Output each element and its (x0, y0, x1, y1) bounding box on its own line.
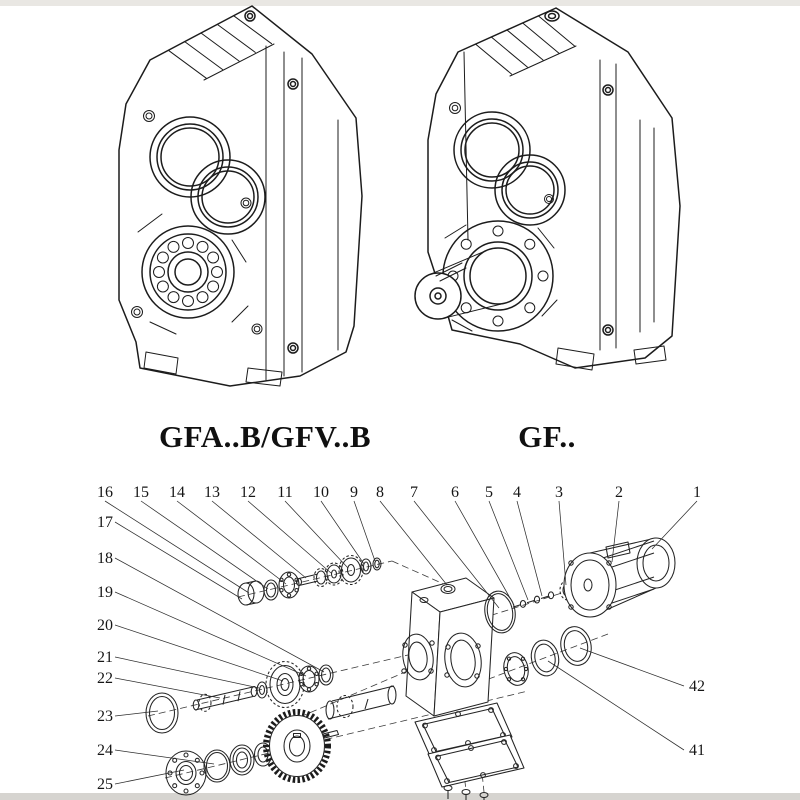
part-callout-3: 3 (555, 484, 563, 501)
part-callout-17: 17 (97, 514, 113, 531)
flange-accent-lines (137, 213, 249, 335)
mounting-foot (555, 347, 595, 371)
part-callout-21: 21 (97, 649, 113, 666)
input-bores (149, 116, 266, 235)
bottom-edge-band (0, 793, 800, 800)
part-callout-9: 9 (350, 484, 358, 501)
output-shaft-parts (165, 709, 340, 796)
flange-accent-lines (444, 224, 558, 332)
callout-leader-lines (104, 500, 698, 785)
part-callout-2: 2 (615, 484, 623, 501)
cover-parts (414, 702, 525, 800)
motor-drawing (563, 537, 676, 618)
part-callout-10: 10 (313, 484, 329, 501)
output-bearing (141, 225, 235, 319)
gearbox-right-drawing (414, 7, 681, 371)
part-callout-24: 24 (97, 742, 113, 759)
part-callout-6: 6 (451, 484, 459, 501)
mounting-foot (143, 351, 179, 375)
side-rail-lines (265, 45, 339, 381)
input-shaft-parts (237, 554, 382, 606)
part-callout-13: 13 (204, 484, 220, 501)
part-callouts-top: 16 15 14 13 12 11 10 9 8 7 6 5 4 3 2 1 (97, 484, 701, 501)
input-bores (453, 111, 566, 226)
intermediate-shaft-parts (145, 660, 334, 734)
retaining-rings (503, 626, 592, 686)
part-callout-12: 12 (240, 484, 256, 501)
part-callout-20: 20 (97, 617, 113, 634)
mounting-foot (633, 345, 667, 365)
part-callout-23: 23 (97, 708, 113, 725)
part-callouts-left: 17 18 19 20 21 22 23 24 25 (97, 514, 113, 793)
cooling-fins (167, 15, 275, 81)
part-callout-8: 8 (376, 484, 384, 501)
model-label-right: GF.. (518, 419, 576, 454)
part-callout-11: 11 (277, 484, 292, 501)
part-callouts-right: 42 41 (689, 678, 705, 759)
mounting-foot (245, 367, 283, 387)
part-callout-15: 15 (133, 484, 149, 501)
part-callout-16: 16 (97, 484, 113, 501)
housing-drawing (401, 577, 495, 717)
part-callout-14: 14 (169, 484, 185, 501)
exploded-parts-diagram: 16 15 14 13 12 11 10 9 8 7 6 5 4 3 2 1 1… (97, 484, 705, 800)
part-callout-7: 7 (410, 484, 418, 501)
part-callout-22: 22 (97, 670, 113, 687)
part-callout-42: 42 (689, 678, 705, 695)
part-callout-1: 1 (693, 484, 701, 501)
flange-bolt-holes (131, 110, 263, 335)
cooling-fins (475, 15, 577, 77)
final-pinion-shaft (325, 685, 397, 720)
part-callout-4: 4 (513, 484, 521, 501)
flange-bolt-holes (449, 102, 554, 204)
output-shaft (414, 248, 508, 320)
part-callout-18: 18 (97, 550, 113, 567)
part-callout-25: 25 (97, 776, 113, 793)
part-callout-41: 41 (689, 742, 705, 759)
part-callout-5: 5 (485, 484, 493, 501)
top-edge-band (0, 0, 800, 6)
part-callout-19: 19 (97, 584, 113, 601)
gearbox-left-drawing (118, 5, 363, 387)
model-label-left: GFA..B/GFV..B (159, 419, 371, 454)
